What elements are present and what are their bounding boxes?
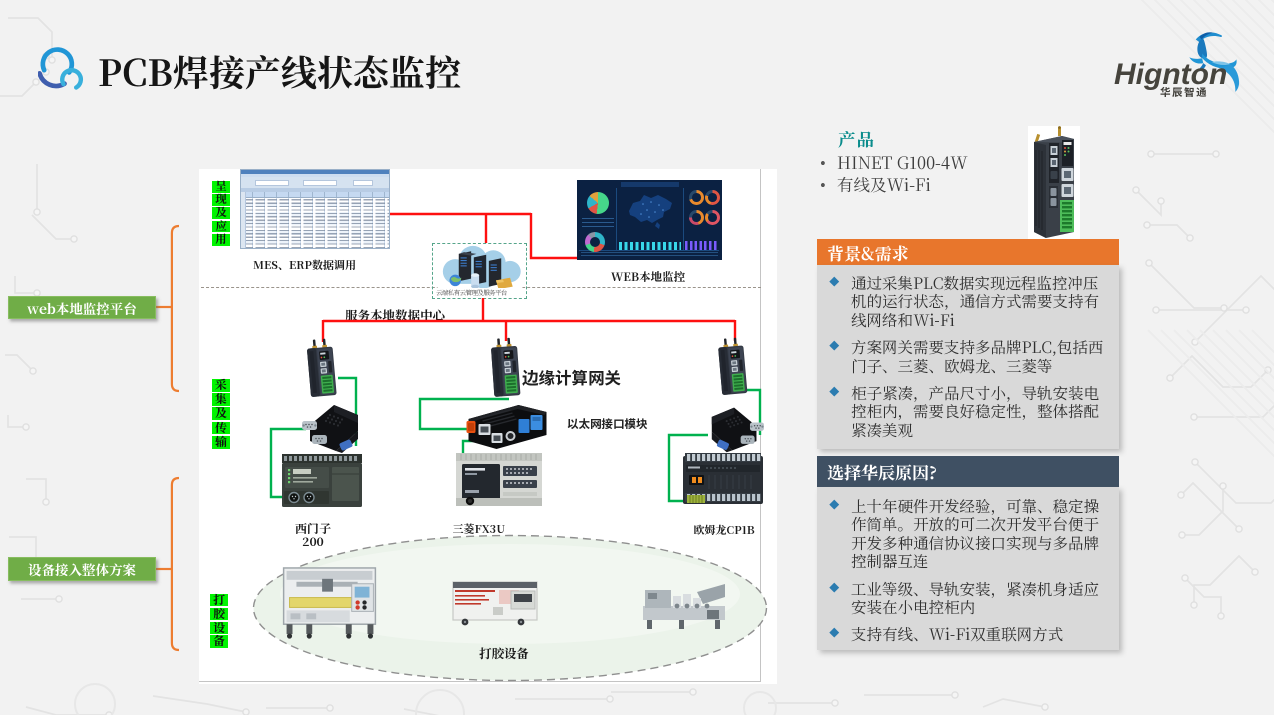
edge-gateway-device-2 [487,337,524,399]
mes-strip [241,188,389,192]
profibus-adapter-1 [300,399,364,457]
diamond-bullet-icon [829,386,839,396]
mes-table-header [241,192,389,198]
mes-toolbar [241,177,389,188]
glue-machine-1 [280,565,380,640]
brand-logo: Hignton 华辰智通 [1100,28,1270,103]
mes-row-numbers [241,192,246,248]
edge-gateway-device-3 [714,337,752,398]
plc2-label: 三菱FX3U [452,521,506,537]
product-item-text: 有线及Wi-Fi [837,172,931,196]
gateway-label: 边缘计算网关 [522,365,621,389]
diamond-bullet-icon [829,499,839,509]
bullet-item: 通过采集PLC数据实现远程监控冲压 机的运行状态，通信方式需要支持有 线网络和W… [827,274,1115,329]
product-item-text: HINET G100-4W [837,150,968,174]
cloud-selection-box [432,243,527,299]
dash-gauge [705,210,720,225]
dash-divider [683,188,684,250]
bullet-item: 柜子紧凑，产品尺寸小，导轨安装电 控柜内，需要良好稳定性，整体搭配 紧凑美观 [827,384,1115,439]
diamond-bullet-icon [829,582,839,592]
mes-erp-screenshot [240,169,390,249]
mitsubishi-plc [455,452,543,508]
dash-bottom-table [581,252,718,258]
reasons-section-body: 上十年硬件开发经验，可靠、稳定操 作简单。开放的可二次开发平台便于 开发多种通信… [817,487,1119,650]
equipment-label: 打胶设备 [478,644,529,662]
dash-donut-hole [590,237,600,247]
mes-tabs [241,174,389,177]
dash-gauge [689,190,704,205]
dash-divider [616,188,617,250]
reasons-section-header: 选择华辰原因? [817,456,1119,487]
glue-machine-3 [641,580,727,632]
bullet-item: 工业等级、导轨安装，紧凑机身适应 安装在小电控柜内 [827,579,1115,616]
cloud-caption: 云端私有云管理及服务平台 [436,288,524,297]
edge-gateway-device-1 [302,338,340,400]
ethernet-interface-module [466,403,549,449]
bullet-item: 方案网关需要支持多品牌PLC,包括西 门子、三菱、欧姆龙、三菱等 [827,338,1115,375]
diamond-bullet-icon [829,340,839,351]
mes-table-grid [241,198,389,248]
profibus-adapter-2 [706,402,766,456]
dash-titlebar [620,182,679,187]
bullet-dot: • [820,172,826,196]
mes-search-field-2 [303,179,337,186]
stage-label-equipment: 打胶设备 [210,593,228,648]
gazelle-icon [1186,31,1244,93]
bullet-dot: • [820,150,826,174]
company-logo-icon [37,43,98,101]
datacenter-label: 服务本地数据中心 [345,306,446,324]
product-item: • HINET G100-4W [820,150,1060,174]
diamond-bullet-icon [829,276,839,286]
dash-divider [579,250,719,251]
plc3-label: 欧姆龙CP1B [693,522,755,538]
brand-wordmark: Hignton [1114,58,1228,91]
product-item: • 有线及Wi-Fi [820,172,1060,196]
web-dashboard-screenshot [577,180,722,260]
background-section-header: 背景&需求 [817,239,1119,265]
dash-china-map [629,195,672,229]
product-heading: 产品 [838,127,875,152]
background-section-body: 通过采集PLC数据实现远程监控冲压 机的运行状态，通信方式需要支持有 线网络和W… [817,265,1119,449]
canvas-border-bottom [199,681,761,682]
bullet-item: 上十年硬件开发经验，可靠、稳定操 作简单。开放的可二次开发平台便于 开发多种通信… [827,497,1115,571]
dash-pie-chart [587,192,609,214]
diamond-bullet-icon [829,628,839,638]
stage-label-collection: 采集及传输 [212,378,230,449]
cloud-servers-icon [434,245,526,291]
product-photo [1028,126,1080,239]
mes-search-field [255,179,289,186]
side-box-web-platform: web本地监控平台 [8,296,156,319]
dash-gauge [705,190,720,205]
web-monitor-label: WEB本地监控 [610,269,686,285]
siemens-plc [282,454,362,507]
omron-plc [683,453,763,507]
mes-titlebar [241,170,389,174]
glue-machine-2 [451,575,539,627]
mes-label: MES、ERP数据调用 [253,257,356,273]
bullet-item: 支持有线、Wi-Fi双重联网方式 [827,625,1115,644]
brand-subtext: 华辰智通 [1160,85,1208,100]
ethernet-module-label: 以太网接口模块 [567,416,648,432]
mes-search-field-3 [353,179,373,186]
stage-label-presentation: 呈现及应用 [212,180,230,246]
dash-table-lines [582,218,614,230]
side-box-device-access: 设备接入整体方案 [8,557,156,581]
page-title: PCB焊接产线状态监控 [98,46,461,97]
dash-purple-bars-tops [685,234,718,241]
dash-bar-chart-tops [619,234,681,242]
dash-gauge [689,210,704,225]
